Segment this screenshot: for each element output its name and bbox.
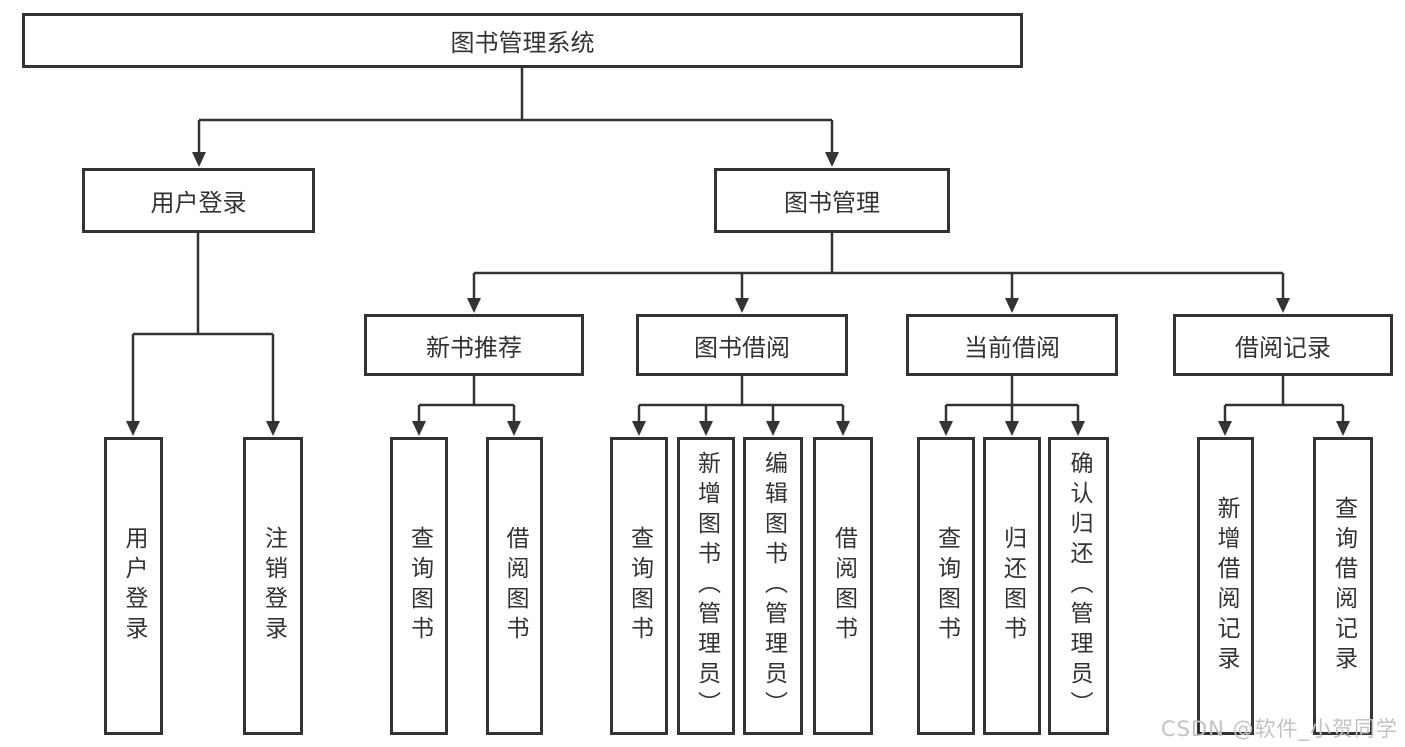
node-label: 借阅图书 xyxy=(502,526,528,646)
node-leaf-query-book-1: 查询图书 xyxy=(390,437,448,735)
node-new-book-recommend: 新书推荐 xyxy=(364,314,584,376)
node-book-borrow: 图书借阅 xyxy=(636,314,848,376)
node-label: 新增借阅记录 xyxy=(1213,496,1239,676)
node-label: 归还图书 xyxy=(999,526,1026,646)
node-label: 查询图书 xyxy=(933,526,960,646)
node-current-borrow: 当前借阅 xyxy=(906,314,1118,376)
node-leaf-query-book-3: 查询图书 xyxy=(917,437,975,735)
node-leaf-query-book-2: 查询图书 xyxy=(610,437,668,735)
node-leaf-borrow-book-1: 借阅图书 xyxy=(486,437,543,735)
node-label: 新增图书（管理员） xyxy=(693,451,720,721)
node-label: 图书管理系统 xyxy=(450,29,595,57)
node-label: 注销登录 xyxy=(260,526,287,646)
node-leaf-add-borrow-record: 新增借阅记录 xyxy=(1197,437,1254,735)
node-label: 当前借阅 xyxy=(964,333,1060,362)
node-label: 图书管理 xyxy=(784,189,880,217)
watermark: CSDN @软件_小贺同学 xyxy=(1160,717,1398,741)
node-leaf-confirm-return-admin: 确认归还（管理员） xyxy=(1048,437,1109,735)
node-label: 确认归还（管理员） xyxy=(1066,451,1092,721)
node-leaf-logout: 注销登录 xyxy=(243,437,303,735)
node-user-login: 用户登录 xyxy=(82,168,315,233)
node-borrow-records: 借阅记录 xyxy=(1173,314,1393,376)
node-label: 查询图书 xyxy=(626,526,653,646)
node-label: 查询图书 xyxy=(406,526,433,646)
node-book-management: 图书管理 xyxy=(714,168,950,233)
node-label: 查询借阅记录 xyxy=(1330,496,1357,676)
node-leaf-edit-book-admin: 编辑图书（管理员） xyxy=(743,437,803,735)
node-leaf-add-book-admin: 新增图书（管理员） xyxy=(677,437,735,735)
node-leaf-query-borrow-record: 查询借阅记录 xyxy=(1313,437,1373,735)
node-label: 借阅图书 xyxy=(830,526,857,646)
node-label: 用户登录 xyxy=(121,526,147,646)
node-label: 借阅记录 xyxy=(1235,333,1331,362)
node-label: 用户登录 xyxy=(150,189,247,217)
node-label: 新书推荐 xyxy=(426,333,522,362)
node-label: 编辑图书（管理员） xyxy=(760,451,787,721)
node-root: 图书管理系统 xyxy=(22,13,1023,68)
node-leaf-user-login: 用户登录 xyxy=(104,437,163,735)
node-leaf-borrow-book-2: 借阅图书 xyxy=(813,437,873,735)
node-leaf-return-book: 归还图书 xyxy=(983,437,1041,735)
node-label: 图书借阅 xyxy=(694,333,790,362)
